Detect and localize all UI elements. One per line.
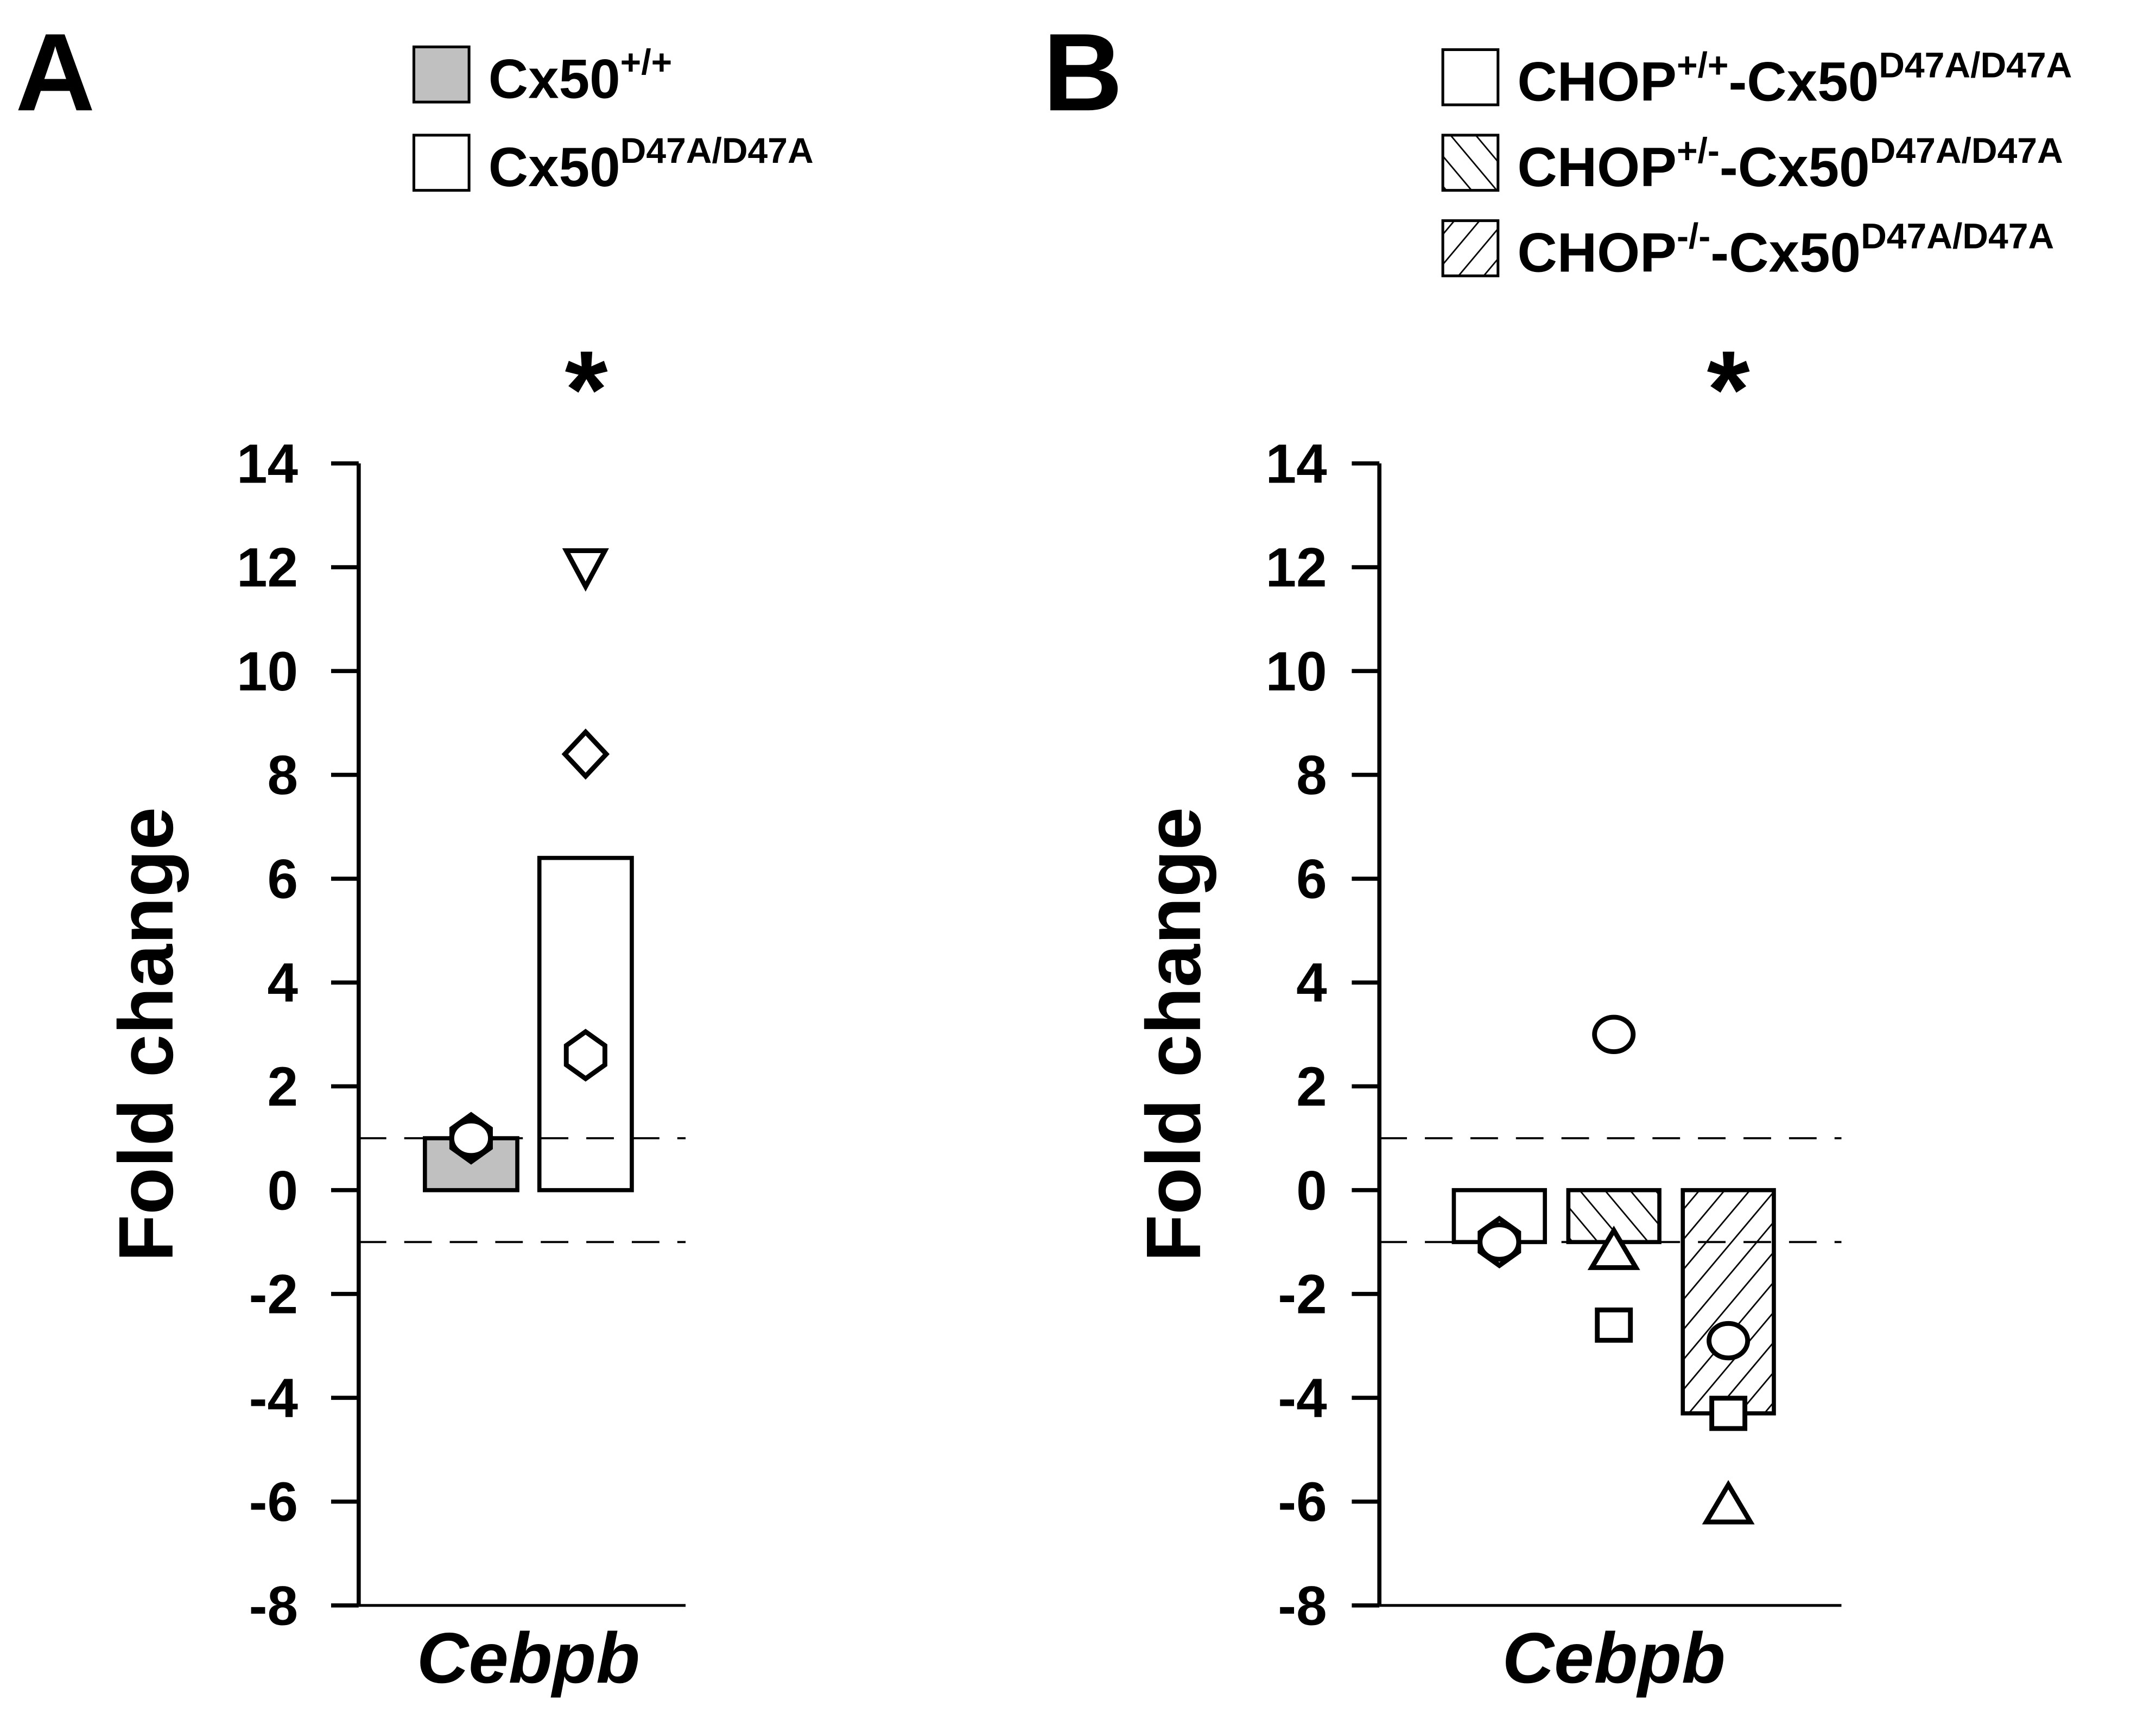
y-tick-label: 6 — [267, 848, 298, 910]
y-tick-label: -6 — [249, 1471, 298, 1533]
data-point-square — [1709, 1395, 1748, 1431]
significance-asterisk: * — [1707, 328, 1750, 452]
data-point-triangle — [1702, 1480, 1755, 1525]
y-tick-label: 8 — [267, 744, 298, 806]
data-point-triangle — [1587, 1226, 1640, 1270]
x-axis-label: Cebpb — [417, 1618, 640, 1698]
significance-asterisk: * — [565, 328, 608, 452]
y-tick-label: 12 — [237, 537, 298, 599]
y-axis-label: Fold change — [103, 807, 189, 1262]
y-axis-label: Fold change — [1131, 807, 1217, 1262]
x-axis-label: Cebpb — [1502, 1618, 1726, 1698]
bar-2 — [537, 855, 634, 1192]
y-tick-label: 2 — [1296, 1056, 1327, 1118]
y-tick-label: 0 — [267, 1159, 298, 1221]
bar-3 — [1681, 1188, 1776, 1416]
data-point-circle — [449, 1118, 493, 1158]
data-point-circle — [1592, 1014, 1636, 1055]
y-tick-label: -2 — [249, 1264, 298, 1325]
y-tick-label: -2 — [1278, 1264, 1327, 1325]
data-point-diamond — [561, 728, 610, 780]
y-tick-label: 4 — [267, 952, 298, 1014]
y-tick-label: 0 — [1296, 1159, 1327, 1221]
panel-label: B — [1043, 11, 1123, 134]
panel-a: A Cx50+/+ Cx50D47A/D47A * 14 12 10 8 6 4 2 0 -2 -4 -6 -… — [15, 11, 813, 1698]
y-tick-label: 10 — [1266, 640, 1327, 702]
y-tick-label: 6 — [1296, 848, 1327, 910]
y-tick-label: 14 — [237, 433, 298, 494]
data-point-circle — [1707, 1321, 1751, 1361]
y-tick-label: 10 — [237, 640, 298, 702]
y-tick-label: -8 — [249, 1575, 298, 1636]
data-point-circle — [1478, 1222, 1521, 1262]
panel-b: B CHOP+/+-Cx50D47A/D47A CHOP+/--Cx50D47A/D… — [1043, 11, 2072, 1698]
legend-swatch — [1441, 48, 1500, 106]
y-tick-label: 2 — [267, 1056, 298, 1118]
legend-label: Cx50+/+ — [489, 42, 672, 110]
legend-label: CHOP+/--Cx50D47A/D47A — [1517, 130, 2063, 198]
legend-swatch — [1441, 134, 1500, 192]
legend-label: Cx50D47A/D47A — [489, 130, 814, 198]
y-tick-label: 4 — [1296, 952, 1327, 1014]
y-tick-label: -4 — [249, 1367, 298, 1429]
legend-swatch — [412, 45, 471, 104]
data-point-triangle-down — [562, 548, 609, 592]
y-tick-label: 8 — [1296, 744, 1327, 806]
legend-label: CHOP-/--Cx50D47A/D47A — [1517, 215, 2054, 283]
data-point-hexagon — [563, 1029, 607, 1082]
y-tick-label: -8 — [1278, 1575, 1327, 1636]
y-tick-label: -6 — [1278, 1471, 1327, 1533]
y-tick-label: 12 — [1266, 537, 1327, 599]
legend-swatch — [412, 134, 471, 192]
legend-label: CHOP+/+-Cx50D47A/D47A — [1517, 45, 2072, 112]
y-tick-label: 14 — [1266, 433, 1327, 494]
data-point-square — [1595, 1307, 1633, 1343]
y-tick-label: -4 — [1278, 1367, 1327, 1429]
legend-swatch — [1441, 219, 1500, 277]
panel-label: A — [15, 11, 95, 134]
